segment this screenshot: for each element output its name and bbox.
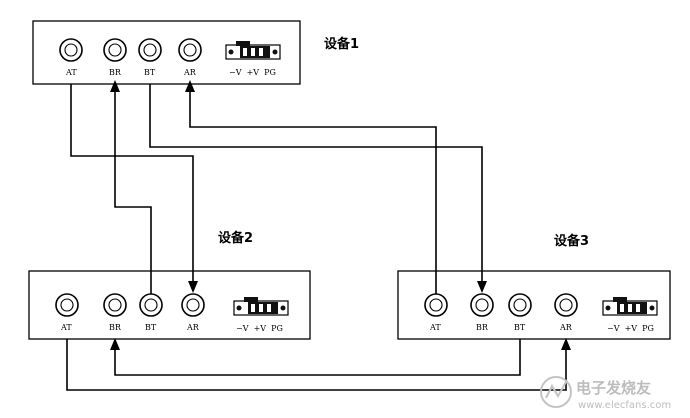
device-1-power-terminal-icon [225,41,281,60]
wire-d1-bt-to-d3-br-arrowhead [477,281,487,293]
device-3-port-ar-label: AR [559,323,573,332]
wire-d3-bt-to-d2-br [114,339,521,376]
device-2-port-at: AT [55,293,79,332]
device-2-port-ar-label: AR [186,323,200,332]
device-3-port-at-label: AT [429,323,441,332]
wire-d1-at-to-d2-ar [70,84,194,283]
wire-d3-bt-to-d2-br-arrowhead [110,338,120,350]
device-2-port-br: BR [103,293,127,332]
device-1-port-bt: BT [138,38,162,77]
device-3-port-bt: BT [508,293,532,332]
device-3-port-br: BR [470,293,494,332]
wire-d3-at-to-d1-ar [189,92,437,294]
wire-d1-at-to-d2-ar-arrowhead [188,281,198,293]
device-3-title: 设备3 [554,233,589,249]
device-1-port-at: AT [59,38,83,77]
device-2: 设备2 AT BR BT AR −V +V PG [28,230,311,340]
device-2-power-terminal-icon [233,297,289,316]
device-1-title: 设备1 [324,36,359,52]
device-2-port-br-label: BR [109,323,122,332]
wire-d2-bt-to-d1-br [114,92,152,294]
device-2-port-at-label: AT [60,323,72,332]
wire-d2-bt-to-d1-br-arrowhead [110,80,120,92]
device-2-port-bt-label: BT [145,323,157,332]
watermark-url: www.elecfans.com [578,400,671,411]
device-1-port-ar: AR [178,38,202,77]
device-3: 设备3 AT BR BT AR −V +V PG [397,233,671,340]
device-1: 设备1 AT BR BT AR −V +V PG [32,20,359,85]
device-2-port-ar: AR [181,293,205,332]
device-1-port-bt-label: BT [144,68,156,77]
device-3-port-at: AT [424,293,448,332]
wire-d2-at-to-d3-ar-arrowhead [561,338,571,350]
device-2-title: 设备2 [218,230,253,246]
device-3-port-br-label: BR [476,323,489,332]
watermark-brand: 电子发烧友 [576,379,651,397]
device-3-power-label: −V +V PG [607,324,654,333]
device-3-port-bt-label: BT [514,323,526,332]
device-1-power-label: −V +V PG [229,68,276,77]
device-1-port-br-label: BR [109,68,122,77]
watermark-logo-icon [540,376,572,408]
wire-d2-at-to-d3-ar [66,339,567,391]
device-2-power-label: −V +V PG [236,324,283,333]
device-1-port-ar-label: AR [183,68,197,77]
wire-d3-at-to-d1-ar-arrowhead [185,80,195,92]
device-1-port-br: BR [103,38,127,77]
device-1-port-at-label: AT [65,68,77,77]
watermark: 电子发烧友 www.elecfans.com [540,376,671,411]
device-3-port-ar: AR [554,293,578,332]
device-2-port-bt: BT [139,293,163,332]
device-3-power-terminal-icon [602,297,658,316]
wire-d1-bt-to-d3-br [149,84,483,283]
